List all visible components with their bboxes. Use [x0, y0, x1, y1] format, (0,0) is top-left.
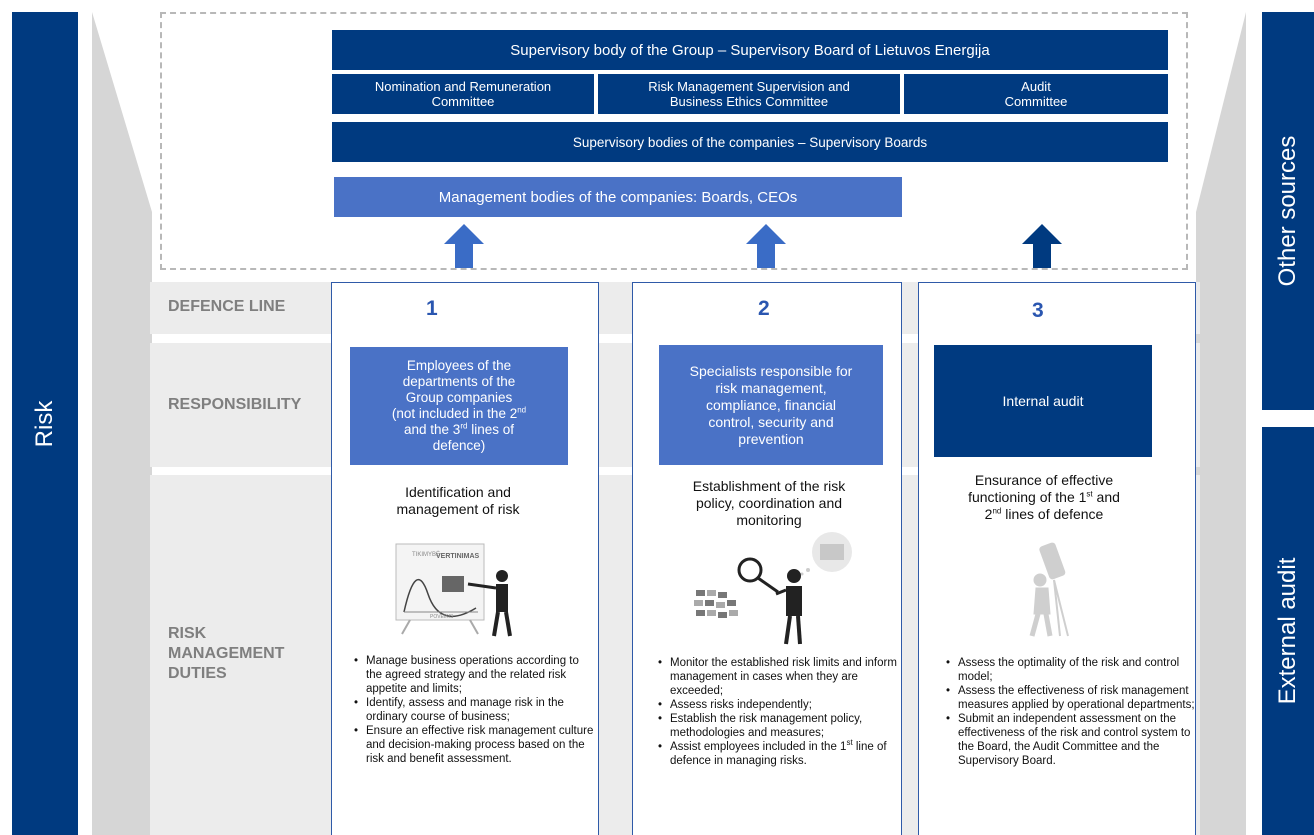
other-sources-banner: Other sources: [1262, 12, 1314, 410]
duty1-item: Ensure an effective risk management cult…: [354, 724, 598, 766]
duty-summary-2: Establishment of the risk policy, coordi…: [656, 478, 882, 529]
group-board-bar: Supervisory body of the Group – Supervis…: [332, 30, 1168, 70]
duties-list-2: Monitor the established risk limits and …: [656, 656, 906, 768]
sub3-l1: Ensurance of effective: [974, 472, 1114, 488]
duty2-item-b: line of defence in managing risks.: [670, 741, 887, 767]
group-board-text: Supervisory body of the Group – Supervis…: [510, 41, 990, 59]
resp1-l5: and the 3rd lines of: [404, 422, 514, 438]
defence-number-2: 2: [758, 297, 770, 320]
duty2-item-a: Assist employees included in the 1: [670, 741, 847, 753]
resp2-l3: compliance, financial: [706, 396, 836, 413]
row-label-responsibility: RESPONSIBILITY: [168, 396, 302, 413]
duty-summary-3: Ensurance of effective functioning of th…: [932, 472, 1156, 523]
resp1-l4: (not included in the 2nd: [392, 406, 526, 422]
resp1-l3: Group companies: [405, 390, 513, 405]
duty2-item: Establish the risk management policy, me…: [658, 712, 906, 740]
resp2-l1: Specialists responsible for: [689, 362, 853, 379]
defence-number-3: 3: [1032, 299, 1044, 322]
risk-banner: Risk: [12, 12, 78, 835]
committee-risk: Risk Management Supervision and Business…: [598, 74, 900, 114]
audit-telescope-icon: [1029, 542, 1069, 637]
chart-axis-y-text: TIKIMYBĖ: [412, 551, 440, 558]
row-label-defence: DEFENCE LINE: [168, 298, 286, 315]
committee-nomination-l1: Nomination and Remuneration: [374, 79, 552, 94]
committee-nomination: Nomination and Remuneration Committee: [332, 74, 594, 114]
duties-list-1: Manage business operations according to …: [352, 654, 598, 766]
sub1-l2: management of risk: [396, 501, 520, 517]
responsibility-box-2: Specialists responsible for risk managem…: [659, 345, 883, 465]
committee-audit-l2: Committee: [1004, 94, 1068, 109]
sub3-l2-a: functioning of the 1: [968, 489, 1087, 505]
risk-monitoring-inspector-icon: [694, 532, 852, 645]
risk-assessment-presenter-icon: TIKIMYBĖ VERTINIMAS POVEIKIS: [395, 543, 512, 637]
responsibility-box-1: Employees of the departments of the Grou…: [350, 347, 568, 465]
external-audit-label: External audit: [1274, 557, 1301, 705]
duty1-item: Manage business operations according to …: [354, 654, 598, 696]
duty2-item-sup: st: [846, 738, 853, 748]
external-audit-banner: External audit: [1262, 427, 1314, 835]
sub3-l2-b: and: [1092, 489, 1120, 505]
resp1-l4-sup: nd: [517, 405, 527, 415]
resp1-l5-b: lines of: [467, 422, 514, 437]
management-text: Management bodies of the companies: Boar…: [438, 188, 798, 206]
resp1-l5-a: and the 3: [404, 422, 461, 437]
up-arrow-1: [444, 224, 484, 268]
row-label-duties-2: MANAGEMENT: [168, 645, 285, 662]
defence-number-1: 1: [426, 297, 438, 320]
committee-risk-l2: Business Ethics Committee: [669, 94, 829, 109]
resp1-l5-sup: rd: [460, 421, 468, 431]
responsibility-box-3: Internal audit: [934, 345, 1152, 457]
sub3-l3-a: 2: [984, 506, 993, 522]
company-boards-text: Supervisory bodies of the companies – Su…: [572, 134, 928, 150]
committee-risk-l1: Risk Management Supervision and: [648, 79, 850, 94]
sub3-l3: 2nd lines of defence: [932, 506, 1156, 523]
row-label-duties-3: DUTIES: [168, 665, 227, 682]
resp1-l6: defence): [432, 438, 486, 453]
resp2-l4: control, security and: [708, 413, 834, 430]
duty2-item: Assist employees included in the 1st lin…: [658, 738, 906, 768]
risk-label: Risk: [31, 400, 58, 447]
resp1-l1: Employees of the: [406, 358, 512, 373]
committee-nomination-l2: Committee: [431, 94, 495, 109]
row-label-duties: RISK MANAGEMENT DUTIES: [168, 624, 284, 684]
duties-list-3: Assess the optimality of the risk and co…: [944, 656, 1200, 768]
duty3-item: Assess the optimality of the risk and co…: [946, 656, 1200, 684]
left-wedge: [92, 12, 152, 835]
chart-axis-x-text: POVEIKIS: [430, 614, 454, 620]
sub1-l1: Identification and: [405, 484, 511, 500]
sub3-l3-b: lines of defence: [1001, 506, 1104, 522]
sub3-l2-sup: st: [1086, 489, 1093, 499]
resp1-l2: departments of the: [402, 374, 516, 389]
row-label-duties-1: RISK: [168, 625, 207, 642]
up-arrow-2: [746, 224, 786, 268]
right-wedge: [1196, 12, 1246, 835]
committee-audit-l1: Audit: [1021, 79, 1051, 94]
sub2-l1: Establishment of the risk: [692, 478, 846, 494]
duty2-item: Assess risks independently;: [658, 698, 906, 712]
duty3-item: Submit an independent assessment on the …: [946, 712, 1200, 768]
company-boards-bar: Supervisory bodies of the companies – Su…: [332, 122, 1168, 162]
sub3-l3-sup: nd: [992, 506, 1002, 516]
committee-audit: Audit Committee: [904, 74, 1168, 114]
other-sources-label: Other sources: [1274, 135, 1301, 287]
sub3-l2: functioning of the 1st and: [932, 489, 1156, 506]
duty1-item: Identify, assess and manage risk in the …: [354, 696, 598, 724]
resp3-l1: Internal audit: [1002, 393, 1084, 409]
resp1-l4-a: (not included in the 2: [391, 406, 518, 421]
sub2-l3: monitoring: [736, 512, 802, 528]
chart-title-text: VERTINIMAS: [436, 553, 480, 560]
duty-summary-1: Identification and management of risk: [348, 484, 568, 518]
duty2-item: Monitor the established risk limits and …: [658, 656, 906, 698]
management-bar: Management bodies of the companies: Boar…: [334, 177, 902, 217]
resp2-l5: prevention: [738, 430, 804, 447]
resp2-l2: risk management,: [715, 379, 827, 396]
up-arrow-3: [1022, 224, 1062, 268]
governance-box: [160, 12, 1188, 270]
sub2-l2: policy, coordination and: [695, 495, 843, 511]
duty3-item: Assess the effectiveness of risk managem…: [946, 684, 1200, 712]
